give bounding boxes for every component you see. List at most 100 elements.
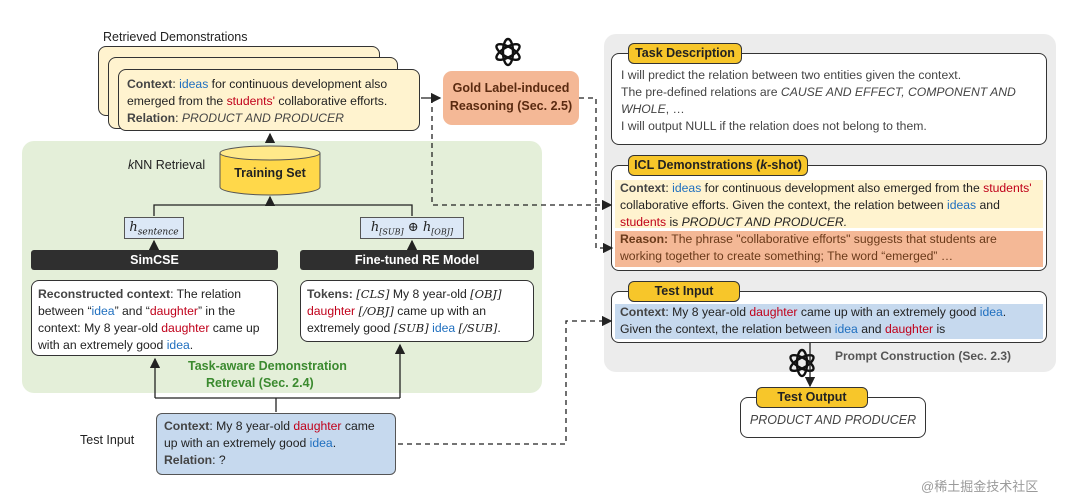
llm-logo-bottom-icon <box>789 348 815 378</box>
token-cls: [CLS] <box>356 287 390 301</box>
tokens-text-3: . <box>497 321 501 335</box>
prompt-test-entity-daughter: daughter <box>749 305 798 319</box>
demo-text-2: collaborative efforts. <box>274 94 388 108</box>
icl-entity-ideas: ideas <box>672 181 702 195</box>
recon-entity-idea: idea <box>91 304 115 318</box>
retrieval-panel-label: Task-aware Demonstration Retreval (Sec. … <box>188 358 347 392</box>
gold-reasoning-line1: Gold Label-induced <box>452 81 570 95</box>
token-sub-end: [/SUB] <box>458 321 498 335</box>
icl-demos-tag: ICL Demonstrations (k-shot) <box>628 155 808 176</box>
h-sub-subscript: [SUB] <box>379 227 404 237</box>
recon-label: Reconstructed context <box>38 287 171 301</box>
reconstructed-context-box: Reconstructed context: The relation betw… <box>31 280 278 356</box>
recon-entity-daughter: daughter <box>149 304 198 318</box>
task-description-box: I will predict the relation between two … <box>611 53 1047 145</box>
oplus-symbol: ⊕ <box>407 220 419 235</box>
arrow-reasoning-to-icl <box>579 97 614 254</box>
prompt-test-text-4: and <box>857 322 885 336</box>
icl-tag-k: k <box>760 158 768 172</box>
prompt-test-input-block: Context: My 8 year-old daughter came up … <box>615 304 1043 339</box>
test-input-box: Context: My 8 year-old daughter came up … <box>156 413 396 475</box>
icl-reason-label: Reason: <box>620 232 669 246</box>
prompt-test-text-2: came up with an extremely good <box>797 305 980 319</box>
h-obj-symbol: h <box>422 220 432 235</box>
prompt-test-text-3: . Given the context, the relation betwee… <box>620 305 1007 336</box>
recon-text-1: : The relation between “ <box>38 287 241 318</box>
arrow-demos-to-icl <box>431 98 613 211</box>
task-desc-line2: The pre-defined relations are <box>621 85 781 99</box>
icl-reason-block: Reason: The phrase "collaborative effort… <box>615 231 1043 267</box>
test-context-label: Context <box>164 419 210 433</box>
task-desc-line2-end: , … <box>665 102 685 116</box>
training-set-cylinder <box>219 145 321 196</box>
demo-relation-label: Relation <box>127 111 176 125</box>
knn-retrieval-label: kNN Retrieval <box>128 158 205 172</box>
test-input-side-label: Test Input <box>80 433 135 447</box>
token-sub: [SUB] <box>393 321 429 335</box>
icl-entity-ideas-2: ideas <box>947 198 977 212</box>
test-text-2: came up with an extremely good <box>164 419 375 450</box>
icl-text-5: is <box>666 215 682 229</box>
h-sentence-box: hsentence <box>124 217 184 239</box>
icl-context-label: Context <box>620 181 666 195</box>
token-obj-end: [/OBJ] <box>358 304 394 318</box>
tokens-label: Tokens: <box>307 287 353 301</box>
tokens-entity-idea: idea <box>432 321 456 335</box>
gold-reasoning-box: Gold Label-induced Reasoning (Sec. 2.5) <box>443 71 579 125</box>
task-desc-line1: I will predict the relation between two … <box>621 68 962 82</box>
demo-context-label: Context <box>127 77 173 91</box>
icl-relation: PRODUCT AND PRODUCER. <box>681 215 848 229</box>
demo-entity-students: students' <box>226 94 275 108</box>
panel-label-line2: Retreval (Sec. 2.4) <box>206 376 314 390</box>
demo-entity-ideas: ideas <box>179 77 209 91</box>
training-set-label: Training Set <box>234 166 306 180</box>
icl-text-1: : <box>665 181 673 195</box>
h-entity-box: h[SUB] ⊕ h[OBJ] <box>360 217 464 239</box>
watermark: @稀土掘金技术社区 <box>921 479 1039 494</box>
tokens-text-1: My 8 year-old <box>389 287 471 301</box>
icl-entity-students-2: students <box>620 215 667 229</box>
icl-text-2: for continuous development also emerged … <box>701 181 984 195</box>
tokens-entity-daughter: daughter <box>307 304 356 318</box>
test-relation-value: : ? <box>212 453 226 467</box>
token-obj: [OBJ] <box>470 287 502 301</box>
gold-reasoning-line2: Reasoning (Sec. 2.5) <box>449 99 573 113</box>
retrieved-demos-title: Retrieved Demonstrations <box>103 30 248 44</box>
recon-entity-daughter-2: daughter <box>161 321 210 335</box>
test-entity-daughter: daughter <box>293 419 342 433</box>
recon-entity-idea-2: idea <box>166 338 190 352</box>
task-desc-relations: CAUSE AND EFFECT, COMPONENT AND WHOLE <box>621 85 1016 116</box>
prompt-test-text-1: : My 8 year-old <box>665 305 750 319</box>
prompt-test-entity-idea-2: idea <box>834 322 858 336</box>
icl-context-block: Context: ideas for continuous developmen… <box>615 180 1043 229</box>
icl-tag-text: ICL Demonstrations ( <box>634 158 761 172</box>
h-sub-symbol: h <box>370 220 380 235</box>
icl-text-3: collaborative efforts. Given the context… <box>620 198 947 212</box>
icl-entity-students: students' <box>983 181 1032 195</box>
knn-rest: NN Retrieval <box>134 158 206 172</box>
prompt-test-text-5: is <box>933 322 946 336</box>
re-model-bar: Fine-tuned RE Model <box>300 250 534 270</box>
recon-text-4: came up with an extremely good <box>38 321 260 352</box>
task-desc-line3: I will output NULL if the relation does … <box>621 119 927 133</box>
knn-k: k <box>128 158 135 172</box>
arrow-test-to-prompt <box>398 315 613 445</box>
icl-reason-text: The phrase "collaborative efforts" sugge… <box>620 232 997 263</box>
task-description-tag: Task Description <box>628 43 742 64</box>
h-sentence-symbol: h <box>129 220 138 235</box>
prompt-test-context-label: Context <box>620 305 666 319</box>
icl-tag-end: -shot) <box>767 158 802 172</box>
prompt-test-entity-daughter-2: daughter <box>884 322 934 336</box>
demo-text-1: for continuous development also emerged … <box>127 77 388 108</box>
demo-relation-value: PRODUCT AND PRODUCER <box>181 111 344 125</box>
icl-text-4: and <box>976 198 1000 212</box>
prompt-test-entity-idea: idea <box>979 305 1003 319</box>
test-text-3: . <box>332 436 337 450</box>
connector-h-boxes <box>153 204 413 216</box>
test-relation-label: Relation <box>164 453 213 467</box>
test-text-1: : My 8 year-old <box>209 419 294 433</box>
test-entity-idea: idea <box>309 436 333 450</box>
test-output-tag: Test Output <box>756 387 868 408</box>
tokens-text-2: came up with an extremely good <box>307 304 486 335</box>
